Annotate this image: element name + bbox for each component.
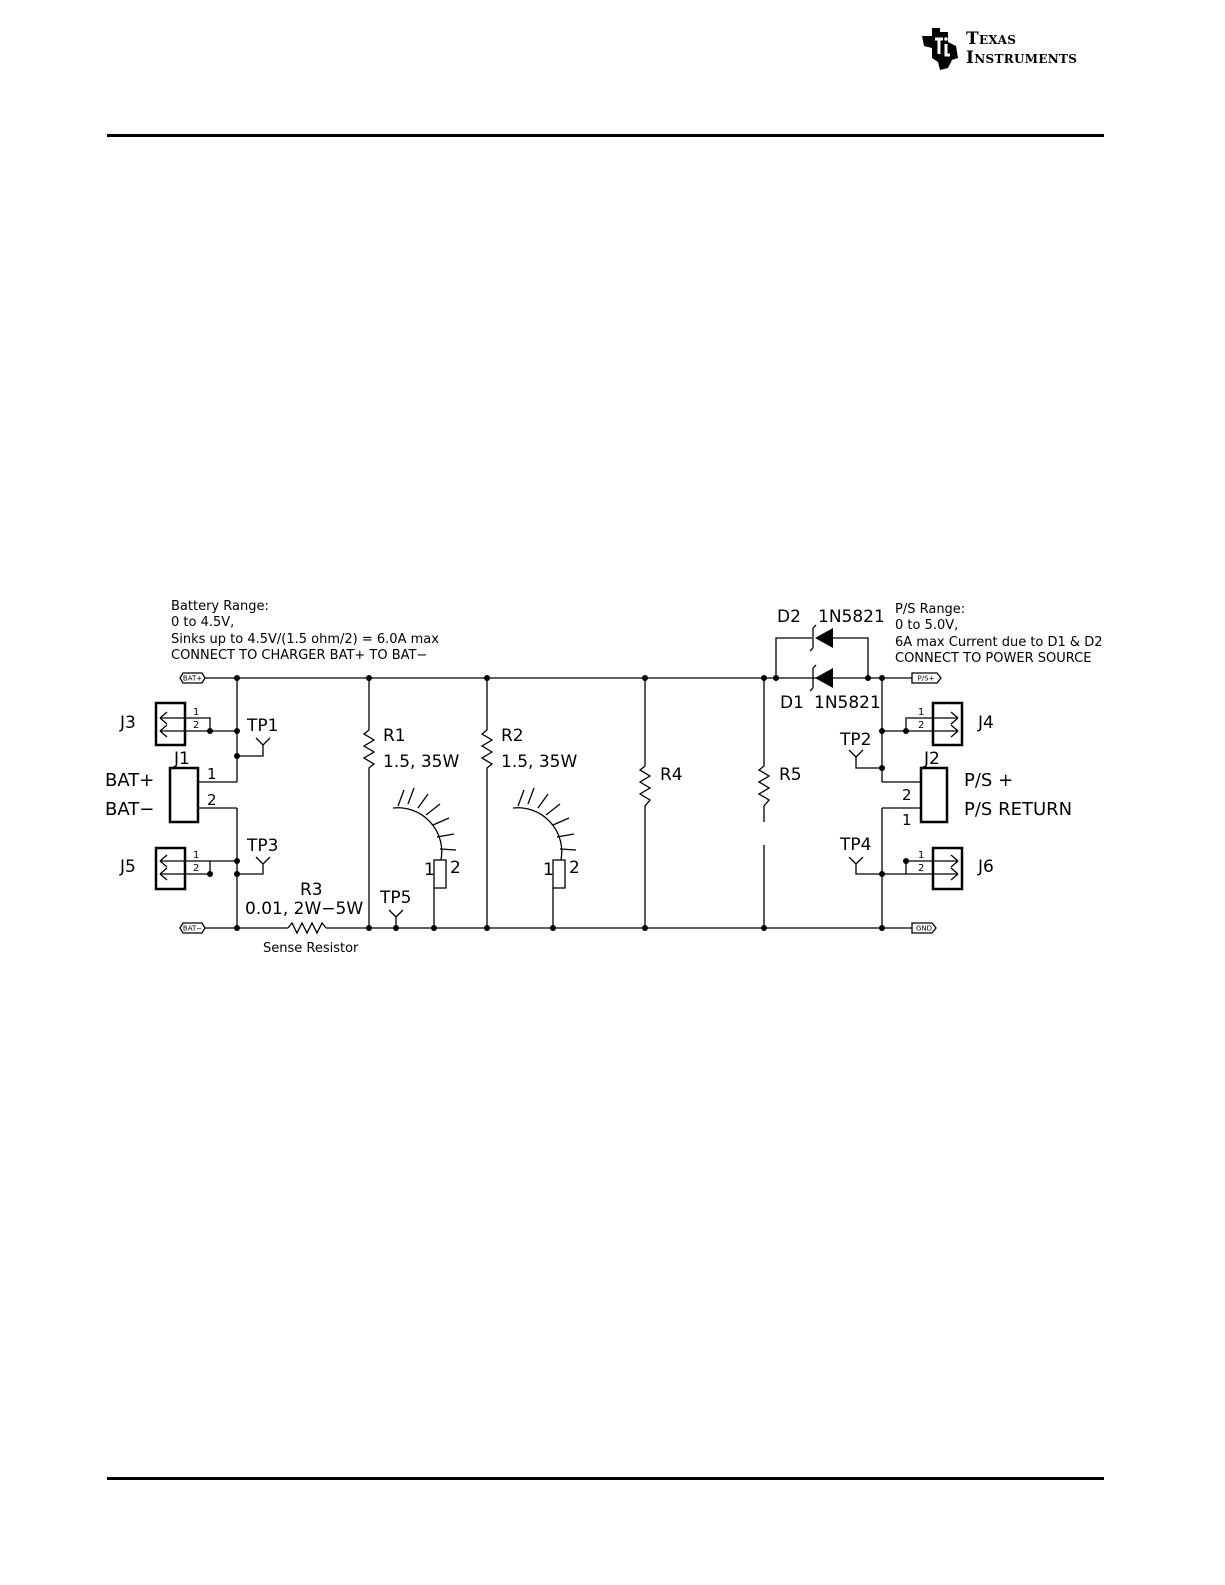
tp3-test-point: TP3 [237,836,278,875]
battery-note-line3: Sinks up to 4.5V/(1.5 ohm/2) = 6.0A max [171,632,439,647]
tp5-test-point: TP5 [379,888,411,928]
svg-text:BAT−: BAT− [105,799,154,820]
svg-text:R1: R1 [383,726,406,746]
battery-note: Battery Range: 0 to 4.5V, Sinks up to 4.… [171,599,439,663]
schematic-diagram: Battery Range: 0 to 4.5V, Sinks up to 4.… [105,599,1102,956]
tp2-test-point: TP2 [839,730,882,769]
svg-text:TP1: TP1 [246,716,278,736]
svg-text:2: 2 [450,858,461,878]
header-rule [107,134,1104,137]
svg-text:1: 1 [918,850,924,861]
j3-connector: J3 1 2 [119,701,237,747]
svg-text:2: 2 [207,791,217,809]
svg-text:1N5821: 1N5821 [818,607,885,627]
d2-diode: D2 1N5821 [775,607,885,678]
svg-text:BAT−: BAT− [183,925,202,933]
ti-logo-wordmark: Texas Instruments [966,30,1077,68]
net-flag-ps-plus: P/S+ [911,672,942,684]
ti-logo-icon [922,28,958,70]
ps-note-line3: 6A max Current due to D1 & D2 [895,635,1102,650]
svg-text:P/S RETURN: P/S RETURN [964,799,1072,820]
svg-text:1: 1 [193,850,199,861]
svg-text:D1: D1 [780,693,804,713]
svg-text:2: 2 [902,786,912,804]
svg-text:2: 2 [918,720,924,731]
r4-resistor: R4 [638,678,683,928]
r1-rheostat-dial: 1 2 [392,787,461,928]
svg-text:0.01, 2W−5W: 0.01, 2W−5W [245,899,363,919]
logo-line2: Instruments [966,48,1078,68]
r1-load-resistor: R1 1.5, 35W [362,678,459,928]
r5-resistor: R5 [757,678,802,928]
svg-text:J6: J6 [977,857,994,877]
ps-note: P/S Range: 0 to 5.0V, 6A max Current due… [895,602,1102,666]
tp1-test-point: TP1 [237,716,278,757]
svg-text:R3: R3 [300,880,323,900]
svg-text:J5: J5 [119,857,136,877]
j2-connector: J2 P/S + P/S RETURN 2 1 [882,749,1072,829]
r2-rheostat-dial: 1 2 [512,787,580,928]
r2-load-resistor: R2 1.5, 35W [480,678,577,928]
svg-text:1N5821: 1N5821 [814,693,881,713]
svg-text:1: 1 [902,811,912,829]
svg-text:1: 1 [193,707,199,718]
svg-text:TP2: TP2 [839,730,871,750]
r3-sense-resistor: R3 0.01, 2W−5W Sense Resistor [245,880,363,956]
svg-text:2: 2 [569,858,580,878]
j1-connector: J1 BAT+ BAT− 1 2 [105,749,237,824]
svg-text:J2: J2 [923,749,940,769]
svg-text:P/S +: P/S + [964,770,1013,791]
d1-diode: D1 1N5821 [780,664,881,713]
j4-connector: J4 1 2 [882,701,994,747]
battery-note-line4: CONNECT TO CHARGER BAT+ TO BAT− [171,648,427,663]
svg-text:2: 2 [918,863,924,874]
svg-text:BAT+: BAT+ [105,770,154,791]
logo-line1: Texas [966,29,1017,49]
net-flag-bat-plus: BAT+ [179,672,206,684]
svg-text:1.5, 35W: 1.5, 35W [383,752,459,772]
j6-connector: J6 1 2 [882,846,994,891]
ps-note-line1: P/S Range: [895,602,965,617]
svg-text:R5: R5 [779,765,802,785]
net-flag-gnd: GND [911,922,937,934]
svg-text:1: 1 [424,860,435,880]
svg-text:BAT+: BAT+ [183,675,202,683]
svg-text:R4: R4 [660,765,683,785]
net-flag-bat-minus: BAT− [179,922,206,934]
svg-text:TP4: TP4 [839,835,871,855]
battery-note-line1: Battery Range: [171,599,269,614]
svg-text:GND: GND [916,925,932,933]
svg-text:1: 1 [543,860,554,880]
svg-text:Sense Resistor: Sense Resistor [263,941,359,956]
j5-connector: J5 1 2 [119,846,237,891]
svg-text:1: 1 [918,707,924,718]
junction-dots [207,675,909,931]
svg-text:2: 2 [193,863,199,874]
svg-text:1: 1 [207,765,217,783]
ps-note-line2: 0 to 5.0V, [895,618,958,633]
svg-text:D2: D2 [777,607,801,627]
svg-text:J1: J1 [173,749,190,769]
svg-text:TP3: TP3 [246,836,278,856]
footer-rule [107,1477,1104,1480]
battery-note-line2: 0 to 4.5V, [171,615,234,630]
ps-note-line4: CONNECT TO POWER SOURCE [895,651,1091,666]
svg-text:2: 2 [193,720,199,731]
svg-text:TP5: TP5 [379,888,411,908]
svg-text:J3: J3 [119,713,136,733]
svg-text:R2: R2 [501,726,524,746]
tp4-test-point: TP4 [839,835,882,875]
svg-text:P/S+: P/S+ [918,675,935,683]
svg-text:1.5, 35W: 1.5, 35W [501,752,577,772]
svg-text:J4: J4 [977,713,994,733]
